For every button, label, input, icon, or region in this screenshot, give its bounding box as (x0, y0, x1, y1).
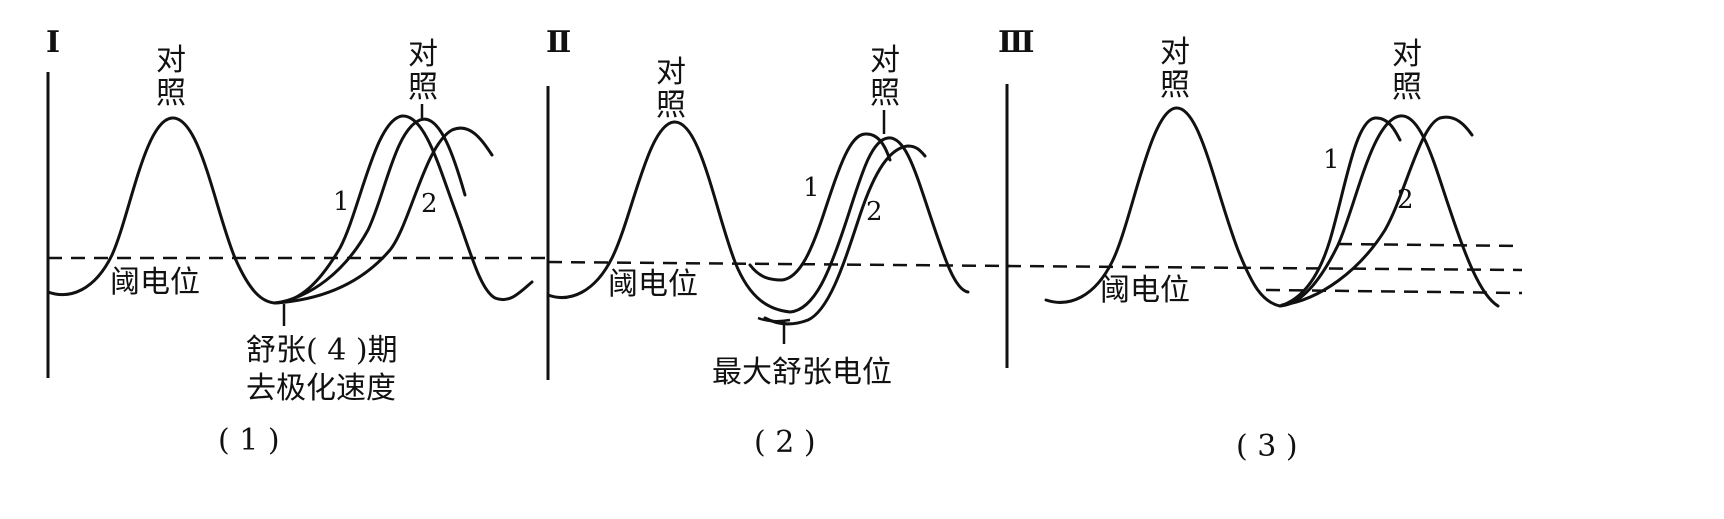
panel-3-curve-1-label: 1 (1323, 145, 1340, 175)
panel-2-control-curve (546, 120, 970, 314)
panel-3-threshold-line (1006, 264, 1523, 272)
panel-3-control-label-1-bottom: 照 (1160, 68, 1190, 103)
panel-3-threshold-line-upper (1337, 242, 1523, 248)
panel-2-curve-1-label: 1 (803, 173, 820, 203)
panel-2-bracket (757, 316, 791, 323)
panel-1: Ⅰ 对 照 对 照 1 2 阈电位 舒张( 4 )期 去极化速度 ( 1 ) (46, 25, 545, 458)
panel-3-curve-1 (1278, 116, 1402, 308)
panel-2-caption: ( 2 ) (754, 425, 816, 460)
panel-2-roman-numeral: Ⅱ (546, 25, 571, 60)
panel-3-roman-numeral: Ⅲ (998, 25, 1035, 60)
panel-1-annotation-line-1: 舒张( 4 )期 (246, 333, 398, 368)
panel-1-annotation-line-2: 去极化速度 (246, 371, 396, 406)
panel-1-control-label-2-top: 对 (408, 37, 438, 72)
panel-3-threshold-label: 阈电位 (1100, 273, 1190, 308)
panel-3-threshold-line-lower (1265, 288, 1523, 295)
panel-1-curve-1 (273, 117, 467, 305)
panel-2: Ⅱ 对 照 对 照 1 2 阈电位 最大舒张电位 ( 2 ) (546, 25, 1011, 460)
panel-2-control-label-1-bottom: 照 (656, 88, 686, 123)
panel-1-threshold-label: 阈电位 (110, 265, 200, 300)
panel-3-curve-2-label: 2 (1397, 185, 1414, 215)
panel-2-annotation-line-1: 最大舒张电位 (712, 355, 892, 390)
panel-2-control-label-1-top: 对 (656, 55, 686, 90)
panel-3-control-label-1-top: 对 (1160, 35, 1190, 70)
panel-2-threshold-label: 阈电位 (608, 267, 698, 302)
panel-1-caption: ( 1 ) (218, 423, 280, 458)
panel-3: Ⅲ 对 照 对 照 1 2 阈电位 ( 3 ) (998, 25, 1523, 464)
panel-1-curve-1-label: 1 (333, 187, 350, 217)
panel-1-control-label-1-bottom: 照 (156, 76, 186, 111)
panel-2-threshold-line (547, 260, 1011, 268)
panel-3-control-label-2-top: 对 (1392, 37, 1422, 72)
panel-3-caption: ( 3 ) (1236, 429, 1298, 464)
panel-3-control-label-2-bottom: 照 (1392, 70, 1422, 105)
panel-1-control-label-1-top: 对 (156, 43, 186, 78)
panel-1-control-label-2-bottom: 照 (408, 70, 438, 105)
panel-3-curve-2 (1280, 115, 1474, 307)
panel-2-curve-1 (748, 132, 892, 282)
panel-2-curve-2-label: 2 (866, 197, 883, 227)
panel-1-curve-2-label: 2 (421, 189, 438, 219)
panel-1-curve-2 (273, 126, 494, 305)
panel-2-curve-2 (763, 144, 927, 326)
panel-2-control-label-2-top: 对 (870, 43, 900, 78)
panel-1-roman-numeral: Ⅰ (46, 25, 60, 60)
panel-2-control-label-2-bottom: 照 (870, 76, 900, 111)
